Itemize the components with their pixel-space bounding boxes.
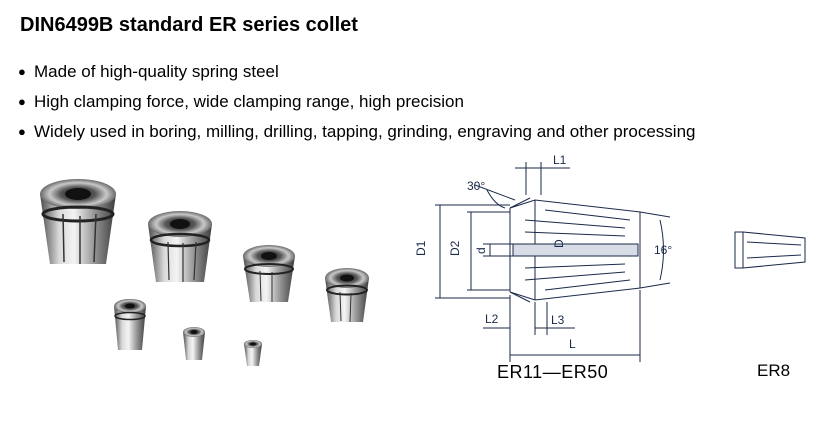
drawing-caption-er8: ER8 [757,361,791,380]
collet-small [325,268,369,323]
collet-mini [183,327,205,360]
bullet-icon: ● [18,124,26,139]
feature-text: High clamping force, wide clamping range… [34,92,464,111]
dim-label-l1: L1 [553,153,567,167]
dim-label-D: D [552,239,566,248]
collet-mini [244,340,262,366]
collet-large [40,179,116,264]
collet-medium [148,211,212,282]
feature-text: Made of high-quality spring steel [34,62,279,81]
angle-label-side: 16° [654,243,672,257]
feature-item: ● Made of high-quality spring steel [18,61,696,91]
angle-label-top: 30° [467,179,485,193]
feature-item: ● Widely used in boring, milling, drillin… [18,121,696,151]
bullet-icon: ● [18,94,26,109]
collet-mini [114,299,146,350]
bullet-icon: ● [18,64,26,79]
collet-product-photo [40,179,369,366]
feature-text: Widely used in boring, milling, drilling… [34,122,696,141]
dim-label-l3: L3 [551,313,565,327]
dim-label-d: d [474,247,488,254]
drawing-caption-er11-er50: ER11—ER50 [497,362,609,382]
page-title: DIN6499B standard ER series collet [20,14,358,36]
collet-technical-drawing: L1 30° D1 D2 d D 16° L2 L3 L [415,153,806,362]
dim-label-d1: D1 [415,240,428,256]
collet-small [243,245,295,302]
feature-list: ● Made of high-quality spring steel ● High… [18,61,696,151]
dim-label-l: L [569,337,576,351]
dim-label-l2: L2 [485,312,499,326]
er8-drawing [734,231,806,269]
feature-item: ● High clamping force, wide clamping rang… [18,91,696,121]
dim-label-d2: D2 [448,240,462,256]
